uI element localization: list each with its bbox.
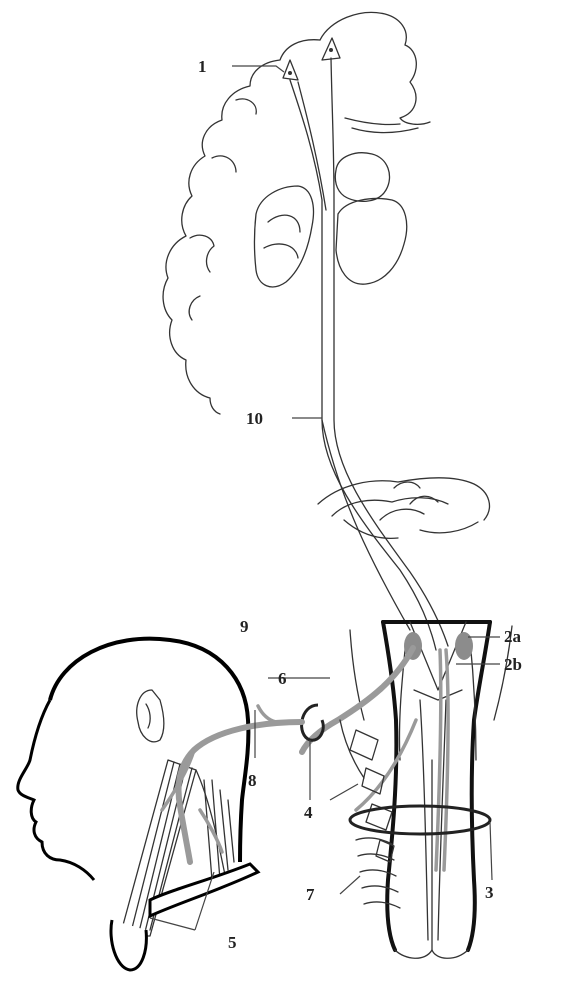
foramen-magnum-ring xyxy=(350,806,490,834)
basal-ganglia xyxy=(255,153,407,287)
label-5: 5 xyxy=(228,933,237,952)
clavicle xyxy=(150,864,258,916)
label-3: 3 xyxy=(485,883,494,902)
neuron-soma-icon xyxy=(288,71,292,75)
pyramidal-cell-icon xyxy=(283,60,298,80)
label-8: 8 xyxy=(248,771,257,790)
label-4: 4 xyxy=(304,803,313,822)
neuron-soma-icon xyxy=(329,48,333,52)
label-2b: 2b xyxy=(504,655,522,674)
label-9: 9 xyxy=(240,617,249,636)
accessory-nerve-roots xyxy=(302,648,416,908)
label-7: 7 xyxy=(306,885,315,904)
label-10: 10 xyxy=(246,409,263,428)
corticobulbar-tract xyxy=(290,58,448,650)
label-2a: 2a xyxy=(504,627,522,646)
label-1: 1 xyxy=(198,57,207,76)
label-6: 6 xyxy=(278,669,287,688)
head-profile xyxy=(18,639,249,880)
nucleus-ambiguus-right xyxy=(455,632,473,660)
pons xyxy=(318,478,489,539)
